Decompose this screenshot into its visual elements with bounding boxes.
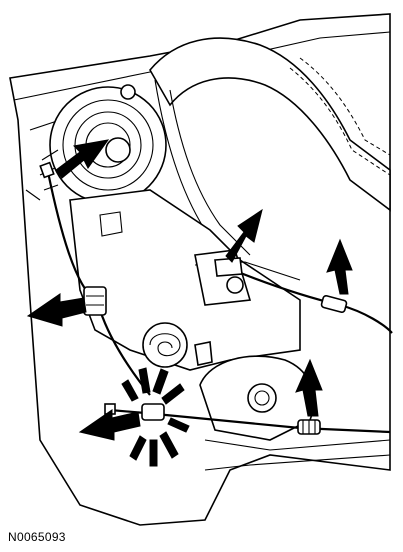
lower-motor-housing [199,355,391,471]
arrow-lower-cable-sleeve [78,409,141,441]
arrow-right-upper-clip [326,238,353,295]
cable-sleeve-lower [104,403,165,421]
cable-clip-left [83,286,107,316]
arrow-left-cable-clip [26,293,87,327]
cable-sleeve-burst-marks [121,367,190,467]
figure-id-label: N0065093 [8,530,66,544]
cable-end-upper [39,161,55,179]
arrow-upper-cable-bracket [225,208,263,263]
cable-bracket-upper [214,257,243,277]
arrow-upper-cable-end [55,139,110,179]
upper-cable-drum [39,84,167,204]
arrow-lower-right-clip [295,358,323,417]
lower-spring-drum [142,322,213,368]
cable-clip-lower-right [297,419,321,435]
cable-clip-right-upper [320,294,348,314]
